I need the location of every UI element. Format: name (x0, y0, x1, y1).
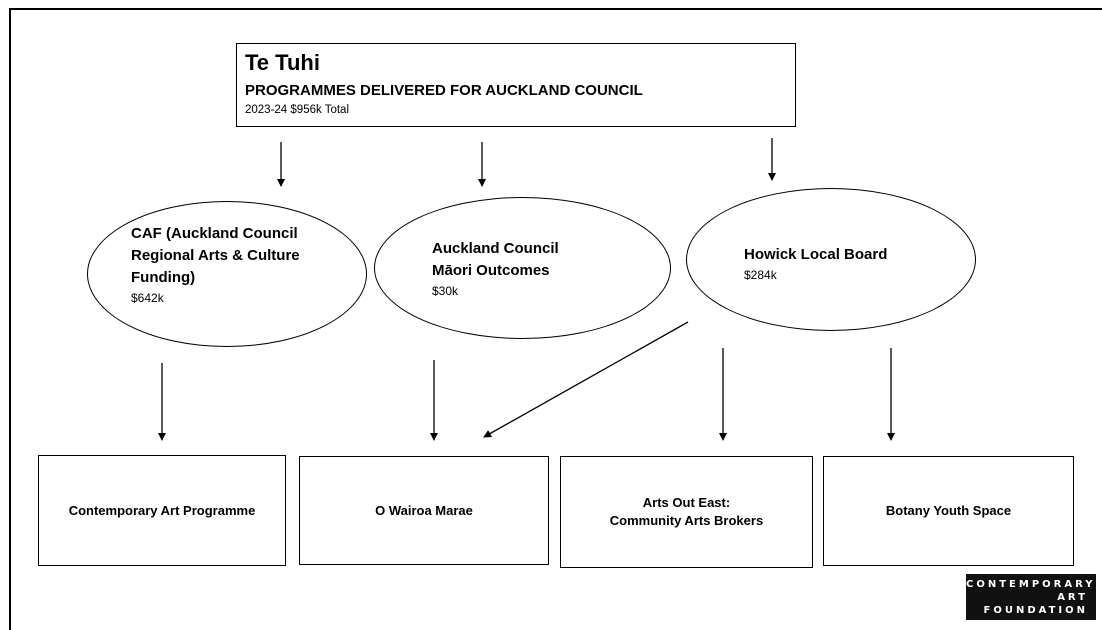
header-title: Te Tuhi (245, 50, 320, 75)
programme-label: Contemporary Art Programme (68, 502, 256, 518)
funder-howick-name: Howick Local Board (744, 246, 888, 263)
programme-box: Arts Out East: Community Arts Brokers (560, 456, 813, 568)
programme-label: Arts Out East: Community Arts Brokers (609, 495, 764, 528)
logo-line: FOUNDATION (983, 605, 1088, 616)
header-total: 2023-24 $956k Total (245, 104, 350, 116)
programme-box: Contemporary Art Programme (38, 455, 286, 566)
slide-frame (9, 8, 1102, 630)
programme-box: O Wairoa Marae (299, 456, 549, 565)
programme-label: O Wairoa Marae (375, 502, 473, 518)
header-box: Te Tuhi PROGRAMMES DELIVERED FOR AUCKLAN… (236, 43, 796, 127)
contemporary-art-foundation-logo: CONTEMPORARY ART FOUNDATION (966, 574, 1096, 620)
programme-box: Botany Youth Space (823, 456, 1074, 566)
funder-howick-amount: $284k (744, 268, 777, 282)
funder-caf-amount: $642k (131, 291, 164, 305)
funder-maori-outcomes-name: Auckland Council Māori Outcomes (432, 240, 559, 279)
programme-label: Botany Youth Space (885, 503, 1012, 518)
funder-maori-outcomes-ellipse: Auckland Council Māori Outcomes $30k (374, 197, 671, 339)
arrow-howick-to-o-wairoa (483, 321, 689, 438)
logo-line: CONTEMPORARY (966, 579, 1096, 590)
funder-caf-ellipse: CAF (Auckland Council Regional Arts & Cu… (87, 201, 367, 347)
logo-line: ART (1057, 592, 1088, 603)
header-subtitle: PROGRAMMES DELIVERED FOR AUCKLAND COUNCI… (245, 82, 643, 99)
funder-caf-name: CAF (Auckland Council Regional Arts & Cu… (131, 225, 300, 286)
funder-howick-ellipse: Howick Local Board $284k (686, 188, 976, 331)
funder-maori-outcomes-amount: $30k (432, 284, 459, 298)
